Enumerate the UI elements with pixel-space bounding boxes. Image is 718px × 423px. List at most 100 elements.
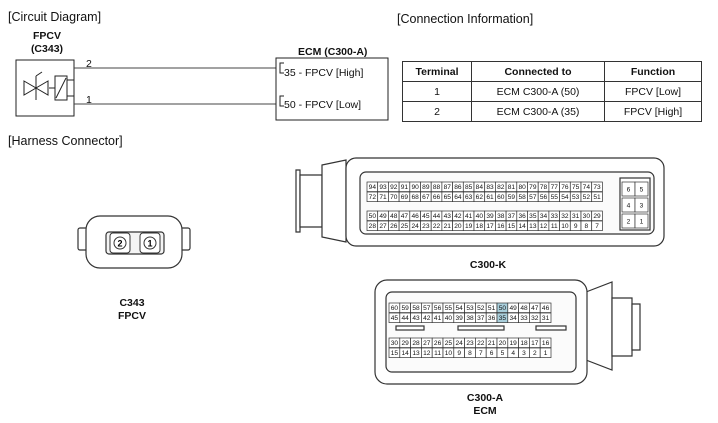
c300k-pin: 79: [529, 184, 537, 191]
c300k-pin: 58: [518, 194, 526, 201]
c300a-pin: 29: [402, 340, 410, 347]
c300a-pin-box: [539, 337, 552, 348]
c300k-pin: 57: [529, 194, 537, 201]
c300k-side-pin: 3: [640, 202, 644, 209]
c300k-pin: 12: [540, 223, 548, 230]
c300a-pin: 41: [434, 315, 442, 322]
c300a-pin: 6: [490, 350, 494, 357]
c300k-pin: 39: [486, 213, 494, 220]
c300k-pin: 28: [369, 223, 377, 230]
c300k-pin: 52: [583, 194, 591, 201]
c300k-pin: 61: [486, 194, 494, 201]
c300a-pin: 50: [499, 305, 507, 312]
c300a-pin: 19: [510, 340, 518, 347]
c300k-pin: 16: [497, 223, 505, 230]
c300k-pin: 10: [561, 223, 569, 230]
c300k-pin: 64: [454, 194, 462, 201]
c300k-pin: 43: [444, 213, 452, 220]
c300a-pin: 18: [520, 340, 528, 347]
c300a-pin: 12: [423, 350, 431, 357]
c300k-pin: 7: [595, 223, 599, 230]
c300k-pin: 71: [379, 194, 387, 201]
c300a-pin: 14: [402, 350, 410, 357]
c300k-pin: 18: [476, 223, 484, 230]
c300a-pin: 58: [412, 305, 420, 312]
valve-icon: [23, 71, 74, 101]
c300k-pin: 69: [401, 194, 409, 201]
c300a-pin: 40: [445, 315, 453, 322]
c300k-pin: 72: [369, 194, 377, 201]
c300k-caption: C300-K: [469, 259, 507, 271]
c300a-pin: 16: [542, 340, 550, 347]
cell-function: FPCV [Low]: [604, 81, 702, 102]
c300a-pin: 34: [510, 315, 518, 322]
c300k-pin: 85: [465, 184, 473, 191]
ecm-c300a-box: [275, 57, 389, 121]
c300k-pin: 78: [540, 184, 548, 191]
cell-connected-to: ECM C300-A (35): [471, 101, 605, 122]
c300a-pin: 42: [423, 315, 431, 322]
c300k-pin: 40: [476, 213, 484, 220]
c300k-pin: 83: [486, 184, 494, 191]
c300a-pin: 31: [542, 315, 550, 322]
c300a-pin: 5: [501, 350, 505, 357]
c300k-pin: 88: [433, 184, 441, 191]
c300k-pin: 77: [551, 184, 559, 191]
c300a-pin: 43: [412, 315, 420, 322]
c343-caption: C343: [119, 297, 145, 309]
c300a-pin: 22: [477, 340, 485, 347]
c300a-pin: 45: [391, 315, 399, 322]
c300k-pin: 92: [390, 184, 398, 191]
c300k-pin: 82: [497, 184, 505, 191]
c300k-pin: 13: [529, 223, 537, 230]
c300a-pin: 60: [391, 305, 399, 312]
c300k-side-pin: 4: [627, 202, 631, 209]
c300k-side-pin: 1: [640, 218, 644, 225]
c300a-pin: 39: [456, 315, 464, 322]
c300k-pin: 46: [411, 213, 419, 220]
c300k-pin: 19: [465, 223, 473, 230]
table-row: 2 ECM C300-A (35) FPCV [High]: [402, 101, 702, 122]
c300k-pin: 63: [465, 194, 473, 201]
c300k-pin: 24: [411, 223, 419, 230]
c343-pin-number: 2: [117, 239, 122, 249]
c300k-pin: 34: [540, 213, 548, 220]
c300k-pin-box: [591, 191, 603, 202]
c300a-pin: 2: [533, 350, 537, 357]
c300k-pin: 91: [401, 184, 409, 191]
c300k-pin: 29: [593, 213, 601, 220]
c300k-pin: 30: [583, 213, 591, 220]
c300a-pin-box: [539, 312, 552, 323]
c300k-pin: 17: [486, 223, 494, 230]
c300k-pin: 55: [551, 194, 559, 201]
c300k-pin: 48: [390, 213, 398, 220]
c300k-pin: 50: [369, 213, 377, 220]
c300k-pin: 89: [422, 184, 430, 191]
c300k-pin: 75: [572, 184, 580, 191]
c300k-pin: 70: [390, 194, 398, 201]
ecm-pin-35-label: 35 - FPCV [High]: [284, 67, 364, 79]
c300k-pin: 60: [497, 194, 505, 201]
c300a-pin-box: [539, 347, 552, 358]
c300a-pin: 27: [423, 340, 431, 347]
c300k-side-pin: 2: [627, 218, 631, 225]
c300k-pin: 36: [518, 213, 526, 220]
c300k-pin: 56: [540, 194, 548, 201]
c300a-pin: 17: [531, 340, 539, 347]
c300a-pin: 4: [511, 350, 515, 357]
c300k-pin: 86: [454, 184, 462, 191]
c300k-pin: 93: [379, 184, 387, 191]
c300k-pin: 25: [401, 223, 409, 230]
c300a-pin: 37: [477, 315, 485, 322]
c300k-pin: 49: [379, 213, 387, 220]
c300k-pin: 67: [422, 194, 430, 201]
c300a-pin: 56: [434, 305, 442, 312]
c300a-pin: 44: [402, 315, 410, 322]
c300k-pin: 90: [411, 184, 419, 191]
c300a-pin: 52: [477, 305, 485, 312]
c300k-pin: 35: [529, 213, 537, 220]
c300k-pin: 32: [561, 213, 569, 220]
wire-1-number: 1: [86, 94, 92, 106]
c300k-side-pin: 6: [627, 186, 631, 193]
